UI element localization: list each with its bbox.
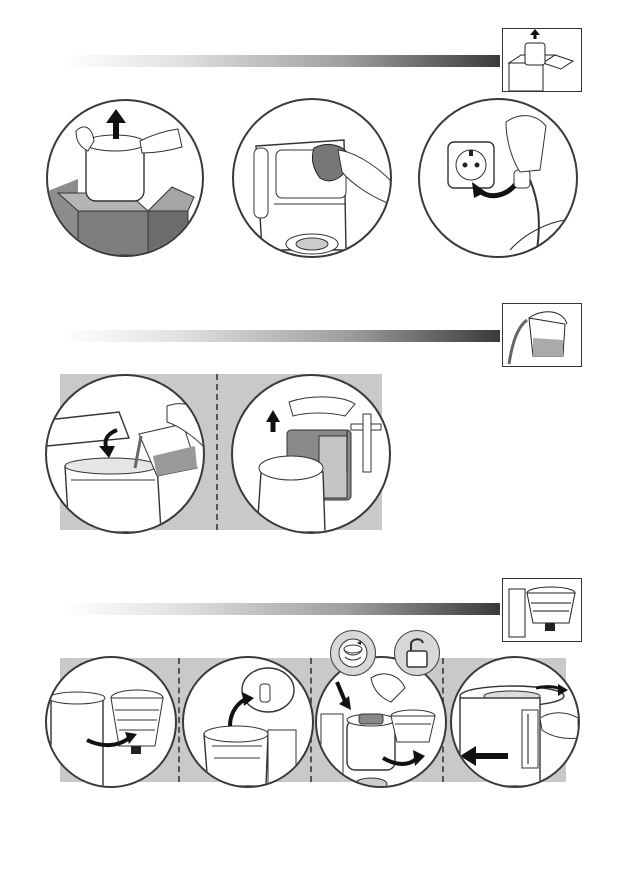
remove-tank-icon [452,658,578,786]
filter-symbol-icon [331,631,375,675]
step-lift-out-of-box [46,99,204,257]
section-2-header-bar [64,330,500,342]
fill-at-tap-icon [233,376,389,532]
step-open-lid [182,656,314,788]
step-fill-at-tap [231,374,391,534]
filter-symbol-badge [330,630,376,676]
pour-water-icon [47,376,203,532]
wipe-cloth-icon [234,100,390,256]
section-3-divider-1 [178,658,180,782]
section-2-divider [216,374,218,530]
jug-pour-icon [503,304,581,366]
step-pour-water [45,374,205,534]
section-2-thumbnail [502,303,582,367]
plug-in-socket-icon [420,100,576,256]
section-3-header-bar [64,603,500,615]
section-3-thumbnail [502,578,582,642]
unlock-badge [394,630,440,676]
section-1-thumbnail [502,28,582,92]
step-remove-tank [450,656,580,788]
unlock-icon [395,631,439,675]
step-plug-in-socket [418,98,578,258]
section-1-header-bar [64,55,500,67]
rotate-filter-holder-icon [47,658,175,786]
step-rotate-filter-holder [45,656,177,788]
lift-out-of-box-icon [48,101,202,255]
step-wipe-cloth [232,98,392,258]
open-lid-icon [184,658,312,786]
filter-holder-icon [503,579,581,641]
box-unpack-icon [503,29,581,91]
insert-filter-icon [317,658,445,786]
step-insert-filter [315,656,447,788]
